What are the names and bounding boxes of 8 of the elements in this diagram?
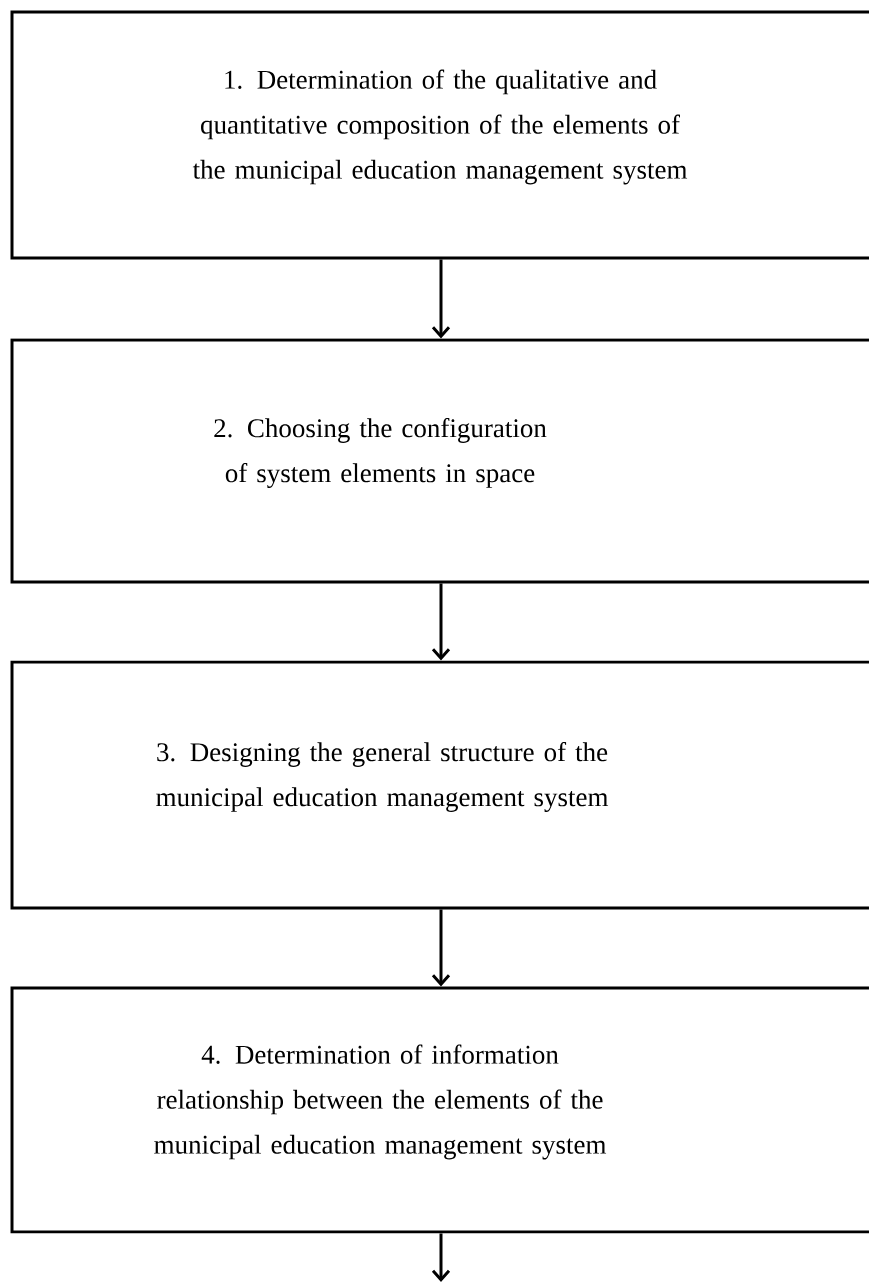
arrow: [431, 259, 451, 339]
arrow: [431, 583, 451, 661]
process-box: 2. Choosing the configuration of system elements in space: [10, 338, 869, 584]
process-box: 1. Determination of the qualitative and quantitative composition of the elements of the municipal education management system: [10, 10, 869, 260]
process-box: 4. Determination of information relationship between the elements of the municipal education management system: [10, 986, 869, 1234]
process-box: 3. Designing the general structure of the municipal education management system: [10, 660, 869, 910]
arrow: [431, 1233, 451, 1282]
arrow: [431, 909, 451, 987]
